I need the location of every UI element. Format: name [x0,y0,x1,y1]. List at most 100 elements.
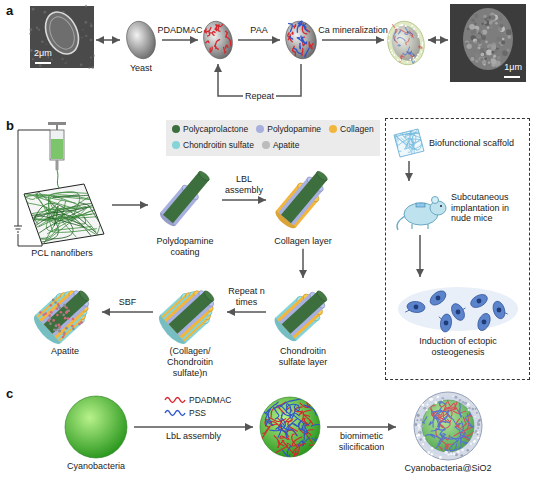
coated-cyanobacteria [255,394,325,460]
drawing-circle [475,408,477,410]
drawing-rect [450,4,526,82]
drawing-circle [55,325,58,328]
node-illustration [30,280,100,345]
drawing-ellipse [468,292,489,310]
drawing-g [123,18,160,62]
node-illustration [122,18,160,62]
mouse-step: Subcutaneous implantation in nude mice [392,183,524,233]
drawing-circle [397,26,399,28]
drawing-path [302,413,304,420]
drawing-path [301,36,304,43]
drawing-circle [88,67,90,69]
drawing-circle [490,15,495,20]
drawing-path [419,45,423,49]
drawing-circle [487,26,490,29]
drawing-circle [492,51,495,54]
drawing-circle [49,304,52,307]
drawing-path [408,51,415,58]
legend-swatch [172,141,180,149]
drawing-circle [506,29,512,35]
drawing-ellipse [78,289,91,302]
drawing-circle [93,55,95,57]
legend-text: PSS [189,408,206,418]
arrow-connector [112,204,148,206]
drawing-g [282,18,321,63]
drawing-circle [62,336,65,339]
node-caption: Cyanobacteria@SiO2 [398,462,498,474]
node-caption: (Collagen/ Chondroitin sulfate)n [155,345,225,378]
drawing-circle [497,56,501,60]
drawing-g [15,186,104,246]
drawing-circle [66,62,67,63]
legend-item: Polydopamine [256,124,321,134]
drawing-path [274,407,279,419]
drawing-circle [417,36,419,38]
drawing-circle [460,454,463,457]
drawing-circle [43,11,46,14]
drawing-path [289,36,292,40]
node-caption: Subcutaneous implantation in nude mice [448,192,524,224]
drawing-path [393,137,401,151]
drawing-path [30,199,62,230]
drawing-ellipse [407,301,426,314]
drawing-circle [29,33,31,35]
drawing-rect [504,76,520,78]
node-illustration [200,18,236,62]
drawing-circle [41,40,44,43]
drawing-circle [480,53,484,57]
legend-text: Chondroitin sulfate [183,140,254,150]
drawing-path [304,405,316,415]
drawing-circle [390,49,392,51]
drawing-circle [260,397,320,457]
drawing-circle [466,449,468,451]
node-illustration [155,280,225,345]
drawing-path [89,201,104,227]
panel-letter: a [6,3,13,18]
drawing-rect [51,139,63,159]
arrow-connector [322,39,384,41]
drawing-path [225,45,228,48]
drawing-circle [478,42,482,46]
drawing-path [165,398,185,403]
node-caption: Cyanobacteria [60,460,132,472]
node-illustration [268,280,338,345]
arrow-connector [102,311,153,313]
drawing-circle [48,314,51,317]
drawing-circle [63,333,66,336]
scaffold-step: Biofunctional scaffold [392,127,524,159]
drawing-path [394,135,410,153]
drawing-path [303,23,306,28]
node-caption: Biofunctional scaffold [426,138,524,149]
drawing-path [18,234,42,246]
drawing-circle [58,330,61,333]
drawing-path [288,23,293,32]
drawing-circle [57,303,60,306]
node-illustration [410,390,486,462]
electrospinning-setup: PCL nanofibers [14,122,110,259]
drawing-path [392,24,397,33]
drawing-circle [412,57,414,59]
drawing-circle [467,28,470,31]
drawing-circle [481,31,484,34]
drawing-circle [50,311,53,314]
drawing-circle [80,321,83,324]
drawing-path [212,31,216,35]
drawing-circle [498,15,502,19]
drawing-circle [400,24,402,26]
drawing-path [309,445,322,452]
drawing-path [312,438,320,445]
drawing-circle [49,318,52,321]
node-illustration [392,183,448,233]
legend-item: PDADMAC [164,395,232,405]
drawing-path [293,25,297,29]
drawing-circle [489,21,493,25]
drawing-path [206,27,212,32]
coated-cell [200,18,236,62]
drawing-circle [499,24,503,28]
drawing-circle [65,396,127,458]
drawing-circle [440,205,442,207]
drawing-ellipse [439,313,452,332]
arrow-connector [327,426,396,428]
edge-label: LBL assembly [221,174,267,196]
node-illustration [386,20,426,66]
